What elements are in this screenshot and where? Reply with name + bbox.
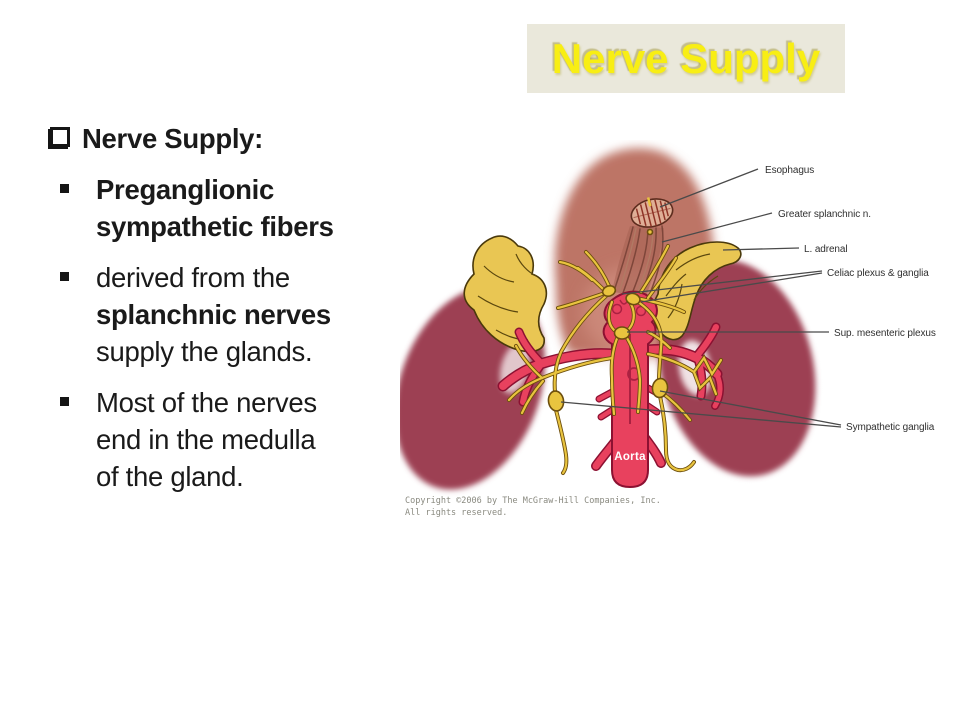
sympathetic-ganglion-left xyxy=(547,390,565,412)
title-box: Nerve Supply xyxy=(527,24,845,93)
leader-lines xyxy=(560,168,842,428)
leader-sympathetic-2 xyxy=(560,401,842,428)
bullet-line: of the gland. xyxy=(96,461,244,492)
square-bullet-icon xyxy=(60,397,69,406)
leader-celiac-2 xyxy=(640,272,823,303)
esophageal-node xyxy=(646,228,654,236)
adrenal-glands xyxy=(463,235,742,353)
celiac-ganglion-left xyxy=(601,285,617,297)
bullet-text: Preganglionic sympathetic fibers xyxy=(96,171,334,245)
bullet-line: Preganglionic xyxy=(96,174,274,205)
square-bullet-icon xyxy=(60,272,69,281)
figure-label-sympathetic-ganglia: Sympathetic ganglia xyxy=(846,422,935,433)
right-adrenal-shape xyxy=(463,235,548,353)
bullet-list: Nerve Supply: Preganglionic sympathetic … xyxy=(36,120,408,509)
ganglia-nodes xyxy=(547,228,669,412)
copyright-line-2: All rights reserved. xyxy=(405,508,507,518)
bullet-line: derived from the xyxy=(96,262,290,293)
nerve-plexus xyxy=(507,244,723,475)
bullet-line: sympathetic fibers xyxy=(96,211,334,242)
square-bullet-icon xyxy=(60,184,69,193)
bullet-text: derived from the splanchnic nerves suppl… xyxy=(96,259,331,370)
bullet-text: Nerve Supply: xyxy=(82,123,264,154)
left-adrenal-shape xyxy=(652,241,742,341)
leader-celiac-1 xyxy=(621,270,823,295)
bullet-line-bold: splanchnic nerves xyxy=(96,299,331,330)
celiac-ganglion-right xyxy=(625,292,641,306)
leader-greater-splanchnic xyxy=(661,212,773,243)
figure-label-greater-splanchnic: Greater splanchnic n. xyxy=(778,209,871,220)
slide-title: Nerve Supply xyxy=(551,34,821,82)
bullet-item-4: Most of the nerves end in the medulla of… xyxy=(36,384,408,495)
leader-sympathetic-1 xyxy=(659,390,842,426)
sup-mesenteric-node xyxy=(613,326,631,340)
right-kidney xyxy=(658,259,816,477)
bullet-line: supply the glands. xyxy=(96,336,313,367)
leader-l-adrenal xyxy=(722,247,800,251)
leader-esophagus xyxy=(659,168,759,208)
aorta-label: Aorta xyxy=(614,451,646,463)
bullet-line: end in the medulla xyxy=(96,424,316,455)
anatomy-figure: Esophagus Greater splanchnic n. L. adren… xyxy=(400,148,936,518)
copyright-line-1: Copyright ©2006 by The McGraw-Hill Compa… xyxy=(405,496,661,506)
figure-label-sup-mesenteric: Sup. mesenteric plexus xyxy=(834,328,936,339)
copyright-text: Copyright ©2006 by The McGraw-Hill Compa… xyxy=(405,496,661,518)
figure-label-l-adrenal: L. adrenal xyxy=(804,244,847,255)
bullet-item-3: derived from the splanchnic nerves suppl… xyxy=(36,259,408,370)
hollow-square-bullet-icon xyxy=(50,127,70,147)
sympathetic-ganglion-right xyxy=(651,377,669,399)
figure-label-celiac-plexus: Celiac plexus & ganglia xyxy=(827,268,929,279)
bullet-text: Most of the nerves end in the medulla of… xyxy=(96,384,317,495)
bullet-line: Most of the nerves xyxy=(96,387,317,418)
bullet-item-2: Preganglionic sympathetic fibers xyxy=(36,171,408,245)
figure-label-esophagus: Esophagus xyxy=(765,165,814,176)
bullet-item-1: Nerve Supply: xyxy=(36,120,408,157)
figure-labels: Esophagus Greater splanchnic n. L. adren… xyxy=(765,165,936,433)
